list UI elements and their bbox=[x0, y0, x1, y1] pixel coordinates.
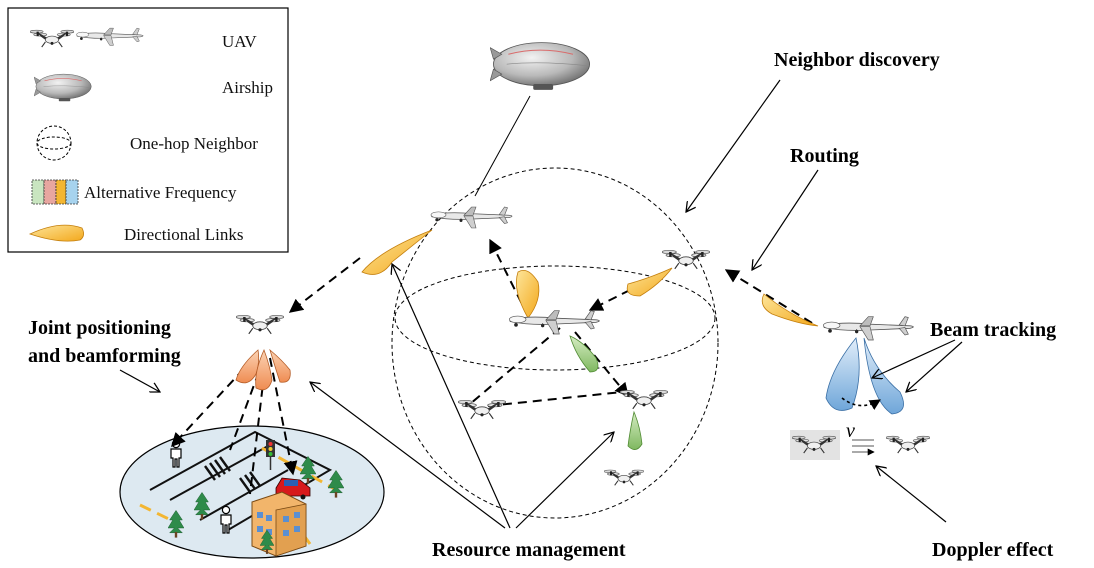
fixed-wing-uav-icon bbox=[508, 310, 600, 335]
beam-tracking-label: Beam tracking bbox=[930, 319, 1056, 341]
ground-city bbox=[119, 425, 385, 559]
quadcopter-icon bbox=[236, 314, 284, 335]
beam-icon bbox=[235, 349, 260, 384]
joint-positioning-label-line1: Joint positioning bbox=[28, 317, 171, 339]
doppler-effect-group: v bbox=[790, 420, 930, 460]
quadcopter-icon bbox=[604, 469, 644, 487]
legend-uav-label: UAV bbox=[222, 32, 257, 51]
quadcopter-icon bbox=[458, 399, 506, 420]
legend-frequency-label: Alternative Frequency bbox=[84, 183, 237, 202]
beam-icon bbox=[863, 337, 904, 415]
beam-icon bbox=[515, 269, 540, 319]
beam-icon bbox=[255, 348, 273, 391]
airship-link-line bbox=[474, 95, 531, 197]
resource-management-label: Resource management bbox=[432, 539, 626, 561]
beam-icon bbox=[361, 229, 433, 275]
callout-arrows bbox=[119, 79, 963, 529]
neighbor-discovery-label: Neighbor discovery bbox=[774, 49, 940, 71]
sphere-icon bbox=[36, 125, 72, 161]
legend-neighbor-label: One-hop Neighbor bbox=[130, 134, 258, 153]
quadcopter-icon bbox=[662, 249, 710, 270]
doppler-effect-label: Doppler effect bbox=[932, 539, 1054, 561]
frequency-bands-icon bbox=[31, 179, 79, 205]
building-icon bbox=[251, 491, 307, 557]
routing-label: Routing bbox=[790, 145, 859, 167]
airship-icon bbox=[490, 42, 591, 91]
legend-box: UAV Airship One-hop Neighbor Alternative… bbox=[7, 7, 289, 253]
fixed-wing-uav-icon bbox=[822, 316, 914, 341]
beam-icon bbox=[269, 348, 291, 383]
beam-icon bbox=[569, 335, 599, 373]
beam-icon bbox=[627, 410, 643, 450]
quadcopter-icon bbox=[886, 435, 930, 454]
quadcopter-icon bbox=[620, 389, 668, 410]
legend-airship-label: Airship bbox=[222, 78, 273, 97]
directional-beams bbox=[235, 229, 904, 450]
beam-icon bbox=[825, 337, 860, 411]
velocity-symbol: v bbox=[846, 420, 855, 442]
joint-positioning-label-line2: and beamforming bbox=[28, 345, 181, 367]
traffic-light-icon bbox=[266, 440, 275, 470]
legend-links-label: Directional Links bbox=[124, 225, 243, 244]
beam-icon bbox=[761, 293, 819, 327]
neighbor-sphere bbox=[391, 167, 719, 519]
fixed-wing-uav-icon bbox=[430, 206, 513, 229]
beam-icon bbox=[28, 224, 84, 242]
beam-icon bbox=[626, 267, 673, 297]
